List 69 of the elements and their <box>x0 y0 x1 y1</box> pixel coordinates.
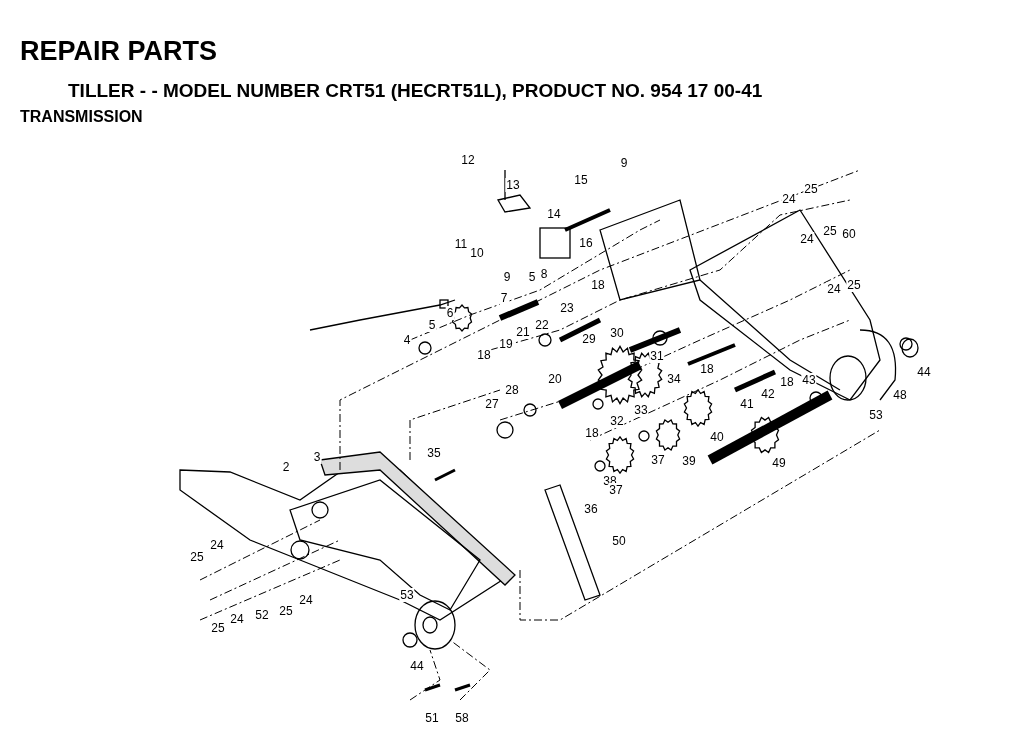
callout-number: 24 <box>799 232 815 246</box>
callout-number: 15 <box>573 173 589 187</box>
callout-number: 33 <box>633 403 649 417</box>
callout-number: 4 <box>402 333 412 347</box>
callout-number: 25 <box>846 278 862 292</box>
callout-number: 24 <box>781 192 797 206</box>
callout-number: 25 <box>803 182 819 196</box>
callout-number: 20 <box>547 372 563 386</box>
callout-number: 18 <box>476 348 492 362</box>
callout-number: 21 <box>515 325 531 339</box>
callout-number: 39 <box>681 454 697 468</box>
callout-number: 24 <box>298 593 314 607</box>
callout-number: 11 <box>453 237 469 251</box>
callout-number: 49 <box>771 456 787 470</box>
callout-number: 24 <box>209 538 225 552</box>
callout-number: 51 <box>424 711 440 725</box>
callout-number: 25 <box>189 550 205 564</box>
callout-number: 18 <box>699 362 715 376</box>
callout-number: 24 <box>826 282 842 296</box>
callout-number: 6 <box>445 306 455 320</box>
callout-number: 25 <box>210 621 226 635</box>
callout-number: 42 <box>760 387 776 401</box>
callout-number: 2 <box>281 460 291 474</box>
callout-number: 44 <box>409 659 425 673</box>
callout-number: 48 <box>892 388 908 402</box>
callout-number: 34 <box>666 372 682 386</box>
callout-number: 35 <box>426 446 442 460</box>
callout-number: 25 <box>278 604 294 618</box>
callout-number: 31 <box>649 349 665 363</box>
callout-number: 5 <box>527 270 537 284</box>
callout-number: 5 <box>427 318 437 332</box>
callout-number: 13 <box>505 178 521 192</box>
callout-number: 7 <box>499 291 509 305</box>
callout-number: 27 <box>484 397 500 411</box>
callout-number: 50 <box>611 534 627 548</box>
callout-number: 3 <box>312 450 322 464</box>
page-title: REPAIR PARTS <box>20 36 217 67</box>
callout-number: 44 <box>916 365 932 379</box>
callout-number: 8 <box>539 267 549 281</box>
callout-number: 32 <box>609 414 625 428</box>
callout-number: 52 <box>254 608 270 622</box>
callout-number: 22 <box>534 318 550 332</box>
callout-number: 16 <box>578 236 594 250</box>
callout-number: 18 <box>584 426 600 440</box>
section-heading: TRANSMISSION <box>20 108 143 126</box>
callout-number: 60 <box>841 227 857 241</box>
callout-number: 9 <box>619 156 629 170</box>
callout-number: 43 <box>801 373 817 387</box>
callout-number: 30 <box>609 326 625 340</box>
callout-number: 10 <box>469 246 485 260</box>
callout-number: 24 <box>229 612 245 626</box>
callout-number: 53 <box>399 588 415 602</box>
callout-number: 19 <box>498 337 514 351</box>
callout-number: 14 <box>546 207 562 221</box>
callout-number: 18 <box>590 278 606 292</box>
callout-number: 28 <box>504 383 520 397</box>
callout-number: 41 <box>739 397 755 411</box>
callout-number: 37 <box>650 453 666 467</box>
callout-number: 53 <box>868 408 884 422</box>
callout-number: 36 <box>583 502 599 516</box>
callout-number: 29 <box>581 332 597 346</box>
callout-number: 25 <box>822 224 838 238</box>
callout-number: 23 <box>559 301 575 315</box>
callout-number: 9 <box>502 270 512 284</box>
callout-number: 40 <box>709 430 725 444</box>
callout-number: 12 <box>460 153 476 167</box>
callout-number: 18 <box>779 375 795 389</box>
model-subtitle: TILLER - - MODEL NUMBER CRT51 (HECRT51L), PRODUCT NO. 954 17 00-41 <box>68 80 763 102</box>
callout-number: 58 <box>454 711 470 725</box>
